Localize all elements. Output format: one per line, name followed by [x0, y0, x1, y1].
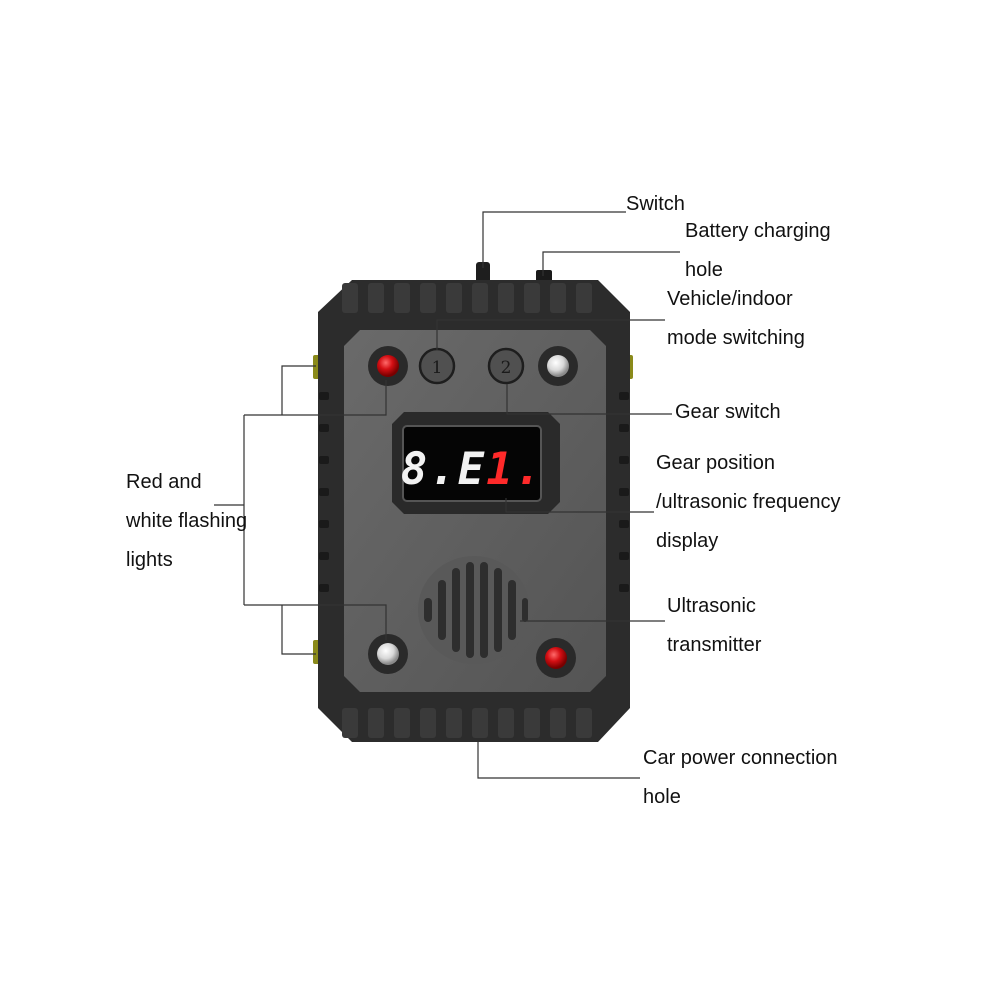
label-car-power: Car power connection hole [643, 739, 838, 817]
ultrasonic-transmitter-grille [424, 562, 528, 658]
label-car-power-line-2: hole [643, 786, 681, 808]
label-mode-switching-line-2: mode switching [667, 327, 805, 349]
label-gear-display: Gear position /ultrasonic frequency disp… [656, 444, 841, 561]
power-switch[interactable] [476, 262, 490, 284]
display-readout: 8.E1. [401, 444, 543, 495]
leader-mode-switching [436, 319, 665, 350]
label-switch-text: Switch [626, 193, 685, 215]
gear-button-2-label: 2 [501, 358, 512, 378]
label-switch: Switch [626, 185, 685, 224]
label-ultrasonic-line-1: Ultrasonic [667, 595, 756, 617]
mode-button-1-label: 1 [432, 358, 443, 378]
label-battery-charging-line-1: Battery charging [685, 220, 831, 242]
leader-switch [482, 211, 626, 268]
leader-gear-switch [506, 384, 672, 415]
label-mode-switching: Vehicle/indoor mode switching [667, 280, 805, 358]
label-ultrasonic-line-2: transmitter [667, 634, 762, 656]
label-gear-switch-text: Gear switch [675, 401, 781, 423]
label-lights-line-1: Red and [126, 471, 202, 493]
leader-lights-top-side [281, 365, 316, 415]
leader-lights-bottom-side [281, 605, 316, 655]
label-gear-display-line-1: Gear position [656, 452, 775, 474]
label-mode-switching-line-1: Vehicle/indoor [667, 288, 793, 310]
mode-button-1[interactable]: 1 [418, 347, 456, 385]
leader-lights-top-led [244, 380, 387, 416]
white-led-bottom-left [368, 634, 408, 674]
label-lights-line-2: white flashing [126, 510, 248, 532]
label-car-power-line-1: Car power connection [643, 747, 838, 769]
leader-battery-charging [542, 251, 680, 276]
label-gear-display-line-2: /ultrasonic frequency [656, 491, 841, 513]
label-battery-charging-line-2: hole [685, 259, 723, 281]
leader-lights-bottom-led [244, 604, 387, 640]
led-display [402, 425, 542, 502]
leader-lines [214, 211, 680, 779]
white-led-top-right [538, 346, 578, 386]
leader-display [505, 498, 654, 513]
label-ultrasonic: Ultrasonic transmitter [667, 587, 761, 665]
label-gear-display-line-3: display [656, 530, 719, 552]
label-lights-line-3: lights [126, 549, 173, 571]
label-battery-charging: Battery charging hole [685, 212, 831, 290]
red-led-top-left [368, 346, 408, 386]
label-lights: Red and white flashing lights [126, 463, 247, 580]
gear-button-2[interactable]: 2 [487, 347, 525, 385]
red-led-bottom-right [536, 638, 576, 678]
label-gear-switch: Gear switch [675, 393, 781, 432]
leader-car-power [477, 742, 640, 779]
